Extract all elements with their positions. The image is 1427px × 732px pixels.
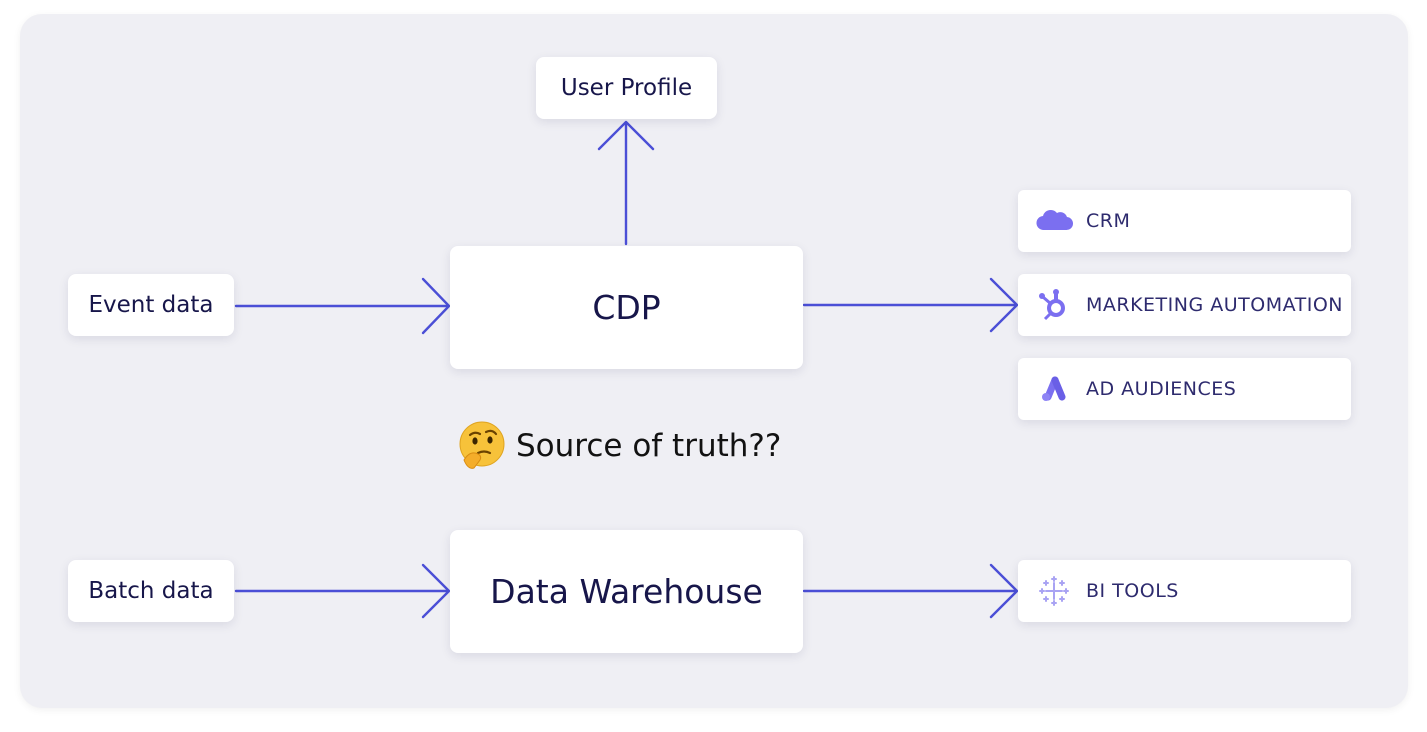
data-warehouse-node: Data Warehouse: [450, 530, 803, 653]
thinking-face-icon: [459, 421, 505, 469]
destination-marketing-automation: MARKETING AUTOMATION: [1018, 274, 1351, 336]
hubspot-icon: [1034, 285, 1074, 325]
arrowhead-warehouse: [421, 563, 451, 619]
batch-data-label: Batch data: [88, 578, 214, 604]
arrowhead-destinations: [989, 277, 1019, 333]
batch-data-node: Batch data: [68, 560, 234, 622]
arrowhead-user-profile: [597, 120, 655, 151]
destination-label: MARKETING AUTOMATION: [1086, 294, 1343, 316]
salesforce-cloud-icon: [1034, 201, 1074, 241]
arrowhead-cdp: [421, 277, 451, 335]
data-warehouse-label: Data Warehouse: [490, 572, 763, 611]
event-data-node: Event data: [68, 274, 234, 336]
destination-bi-tools: BI TOOLS: [1018, 560, 1351, 622]
arrowhead-bi: [989, 563, 1019, 619]
destination-label: CRM: [1086, 210, 1131, 232]
source-of-truth-question: Source of truth??: [456, 418, 781, 474]
destination-label: BI TOOLS: [1086, 580, 1179, 602]
google-ads-icon: [1034, 369, 1074, 409]
cdp-label: CDP: [592, 288, 661, 327]
destination-ad-audiences: AD AUDIENCES: [1018, 358, 1351, 420]
tableau-icon: [1034, 571, 1074, 611]
destination-crm: CRM: [1018, 190, 1351, 252]
user-profile-label: User Profile: [560, 75, 693, 101]
user-profile-node: User Profile: [536, 57, 717, 119]
cdp-node: CDP: [450, 246, 803, 369]
question-text: Source of truth??: [516, 428, 782, 464]
event-data-label: Event data: [88, 292, 214, 318]
destination-label: AD AUDIENCES: [1086, 378, 1237, 400]
